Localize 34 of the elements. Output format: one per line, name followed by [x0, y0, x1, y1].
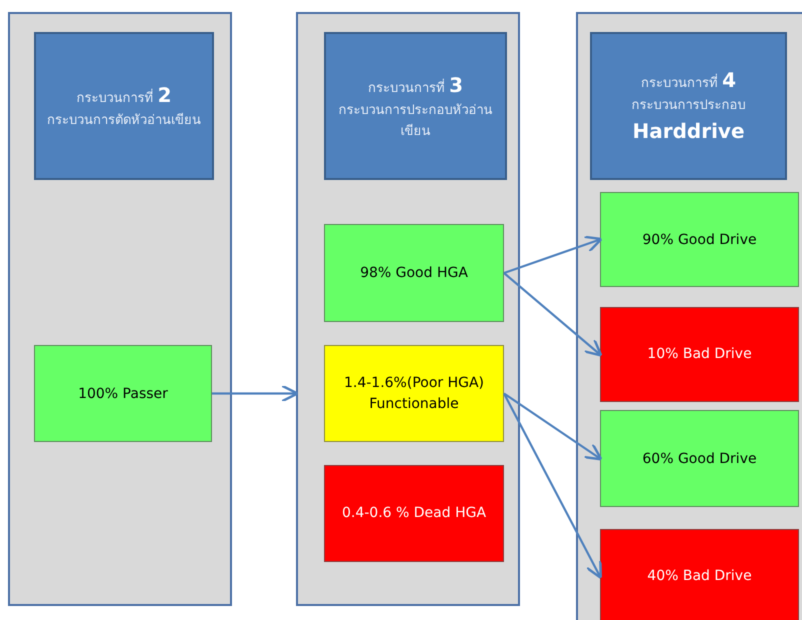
stage-title: กระบวนการที่ 4 [640, 66, 738, 94]
stage-header [34, 32, 214, 180]
stage-title: กระบวนการที่ 3 [366, 72, 464, 100]
result-box [600, 307, 799, 402]
stage-header [590, 32, 787, 180]
arrow [503, 392, 602, 461]
result-box [600, 410, 799, 507]
stage-header [324, 32, 507, 180]
result-text: 0.4-0.6 % Dead HGA [340, 504, 488, 523]
stage-description: กระบวนการตัดหัวอ่านเขียน [46, 112, 202, 130]
result-box [324, 224, 504, 322]
stage-description: กระบวนการประกอบหัวอ่านเขียน [338, 102, 494, 140]
result-text: 40% Bad Drive [646, 567, 753, 586]
result-box [324, 465, 504, 562]
stage-panel [296, 12, 520, 606]
result-text: 1.4-1.6%(Poor HGA) Functionable [342, 374, 486, 414]
stage-panel [576, 12, 802, 620]
result-box [600, 529, 799, 620]
stage-description: Harddrive [631, 118, 746, 146]
stage-panel [8, 12, 232, 606]
stage-title: กระบวนการที่ 2 [75, 82, 173, 110]
result-box [324, 345, 504, 442]
result-text: 60% Good Drive [641, 450, 758, 466]
result-text: 90% Good Drive [641, 232, 758, 248]
arrow [503, 272, 602, 357]
stage-description: กระบวนการประกอบ [630, 96, 746, 115]
result-text: 10% Bad Drive [646, 345, 753, 364]
arrow [504, 236, 603, 274]
result-box [600, 192, 799, 287]
result-text: 100% Passer [77, 386, 169, 402]
arrow [503, 392, 602, 580]
result-text: 98% Good HGA [359, 265, 469, 281]
arrow [212, 384, 299, 402]
result-box [34, 345, 212, 442]
